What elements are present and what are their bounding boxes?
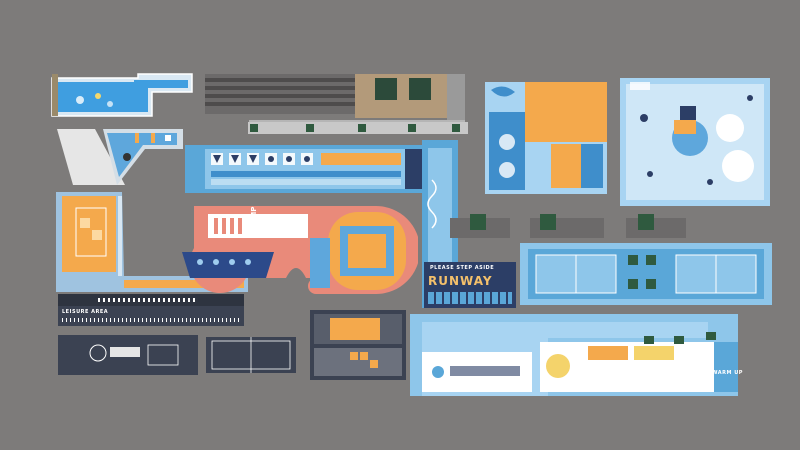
runway-area: PLEASE STEP ASIDE RUNWAY bbox=[424, 262, 516, 308]
leisure-area-label: LEISURE AREA bbox=[62, 309, 109, 315]
hopscotch-panel bbox=[310, 310, 406, 380]
left-wedge-area bbox=[57, 129, 183, 185]
runway-label: RUNWAY bbox=[428, 274, 493, 288]
top-left-pool bbox=[51, 73, 193, 117]
bottom-walkway bbox=[410, 314, 738, 396]
water-park bbox=[620, 78, 770, 206]
running-track bbox=[190, 206, 418, 294]
bottom-left-court bbox=[58, 335, 296, 375]
game-strip bbox=[185, 145, 425, 193]
orange-building bbox=[485, 82, 607, 194]
planter-row bbox=[248, 122, 468, 134]
runway-header: PLEASE STEP ASIDE bbox=[430, 265, 495, 271]
blue-tray bbox=[182, 252, 274, 278]
tree-bench-row bbox=[450, 214, 686, 238]
jump-label: JUMP bbox=[250, 206, 258, 227]
leisure-area-strip: LEISURE AREA bbox=[58, 294, 244, 326]
warm-up-label: WARM UP bbox=[712, 370, 743, 376]
orange-plaza bbox=[56, 192, 248, 292]
court-area bbox=[520, 243, 772, 305]
